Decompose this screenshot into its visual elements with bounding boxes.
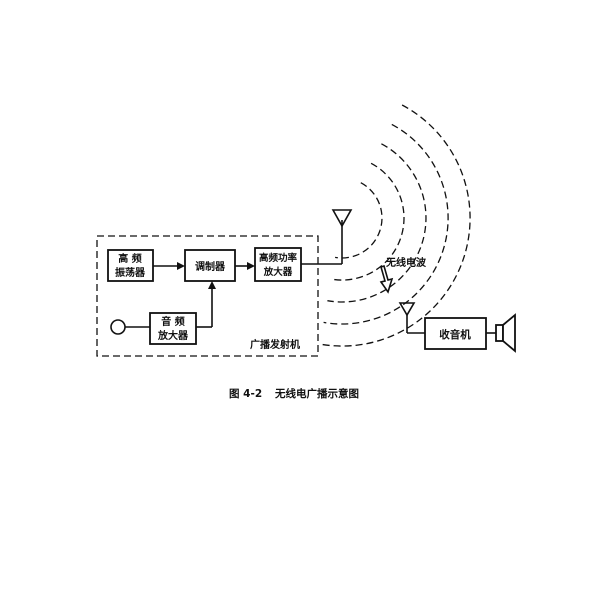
wave-arc-5: [319, 104, 471, 347]
transmit-antenna-icon: [301, 209, 353, 265]
wave-arc-4: [323, 123, 449, 325]
wave-arc-3: [327, 143, 427, 303]
hf-amplifier-block: 高频功率 放大器: [254, 247, 302, 282]
figure-number: 图 4-2: [229, 388, 262, 400]
transmitter-boundary: [96, 235, 319, 357]
radio-wave-label: 无线电波: [385, 256, 427, 269]
radio-waves: [319, 104, 471, 347]
receive-antenna-icon: [398, 302, 425, 334]
wave-direction-arrow-icon: [379, 264, 394, 294]
audio-amplifier-label-line1: 音 频: [161, 315, 184, 328]
modulator-label: 调制器: [195, 260, 226, 273]
hf-amplifier-label-line1: 高频功率: [259, 252, 298, 264]
modulator-block: 调制器: [184, 249, 236, 282]
oscillator-label-line2: 振荡器: [115, 266, 146, 279]
receiver-block: 收音机: [424, 317, 487, 350]
wave-arc-2: [331, 162, 405, 281]
hf-amplifier-label-line2: 放大器: [263, 266, 293, 278]
audio-to-modulator-arrow: [196, 281, 216, 328]
oscillator-block: 高 频 振荡器: [107, 249, 154, 282]
oscillator-to-modulator-arrow: [153, 262, 185, 270]
microphone-icon: [110, 319, 150, 335]
receiver-label: 收音机: [439, 328, 471, 341]
oscillator-label-line1: 高 频: [118, 252, 141, 265]
modulator-to-amplifier-arrow: [235, 262, 255, 270]
audio-amplifier-label-line2: 放大器: [157, 329, 189, 342]
audio-amplifier-block: 音 频 放大器: [149, 312, 197, 345]
speaker-icon: [486, 313, 516, 353]
figure-caption: 无线电广播示意图: [274, 387, 359, 400]
transmitter-label: 广播发射机: [250, 338, 300, 351]
wave-arc-1: [334, 182, 383, 259]
